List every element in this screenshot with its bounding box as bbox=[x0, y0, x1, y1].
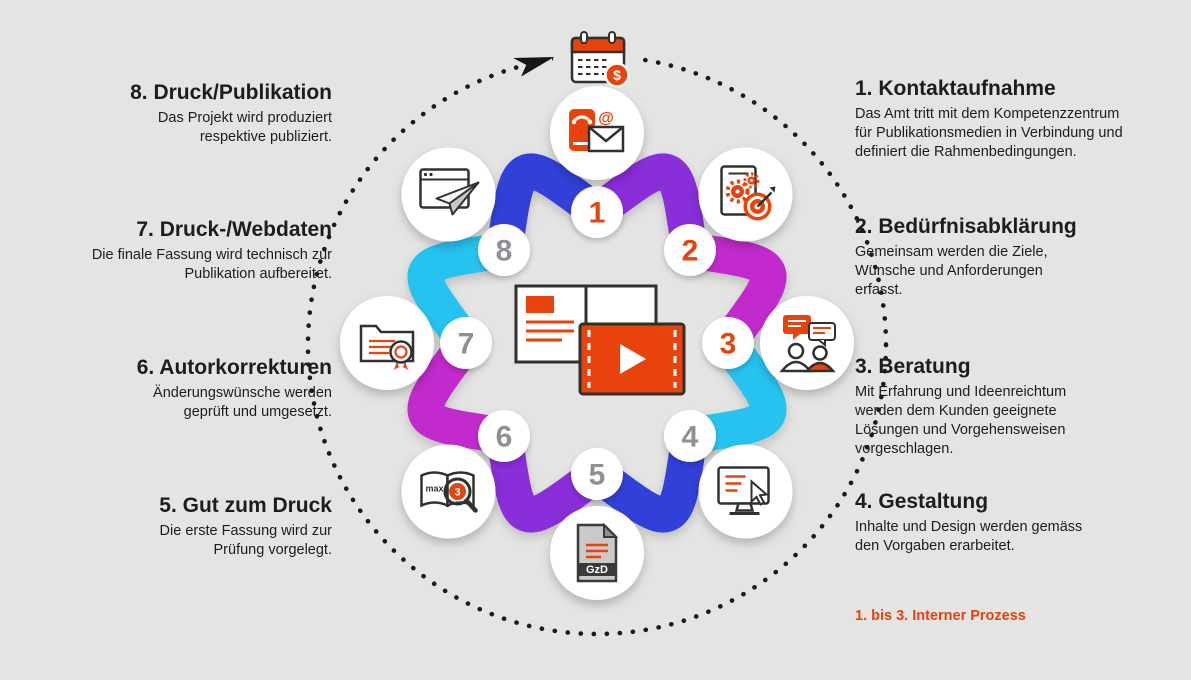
step-3-number-label: 3. bbox=[855, 355, 873, 378]
step-6-title: 6. Autorkorrekturen bbox=[117, 356, 332, 379]
step-7-title: 7. Druck-/Webdaten bbox=[87, 218, 332, 241]
step-3-number-badge: 3 bbox=[702, 317, 754, 369]
step-5-number: 5 bbox=[589, 459, 606, 492]
publication-video-icon bbox=[514, 284, 686, 396]
step-4-number-badge: 4 bbox=[664, 410, 716, 462]
step-7-number: 7 bbox=[458, 328, 475, 361]
ring-segment-5-6 bbox=[486, 433, 608, 533]
ring-segment-7-8 bbox=[407, 232, 507, 354]
phone-email-icon: @ bbox=[569, 109, 625, 153]
step-4-name: Gestaltung bbox=[878, 490, 989, 513]
step-3-name: Beratung bbox=[878, 355, 971, 378]
step-7-number-badge: 7 bbox=[440, 317, 492, 369]
step-6-number-label: 6. bbox=[136, 356, 155, 379]
step-8-summary: 8. Druck/Publikation Das Projekt wird pr… bbox=[92, 81, 332, 147]
step-3-icon-circle bbox=[760, 296, 854, 390]
at-label: @ bbox=[598, 110, 614, 127]
step-2-name: Bedürfnisabklärung bbox=[878, 215, 1077, 238]
ring-segment-3-4 bbox=[687, 332, 787, 454]
step-5-description: Die erste Fassung wird zur Prüfung vorge… bbox=[159, 523, 332, 558]
ring-segment-1-2 bbox=[586, 153, 708, 253]
step-8-title: 8. Druck/Publikation bbox=[92, 81, 332, 104]
browser-paperplane-icon bbox=[419, 168, 480, 216]
step-1-title: 1. Kontaktaufnahme bbox=[855, 77, 1140, 100]
step-6-number: 6 bbox=[496, 421, 513, 454]
gzd-label: GzD bbox=[586, 564, 608, 576]
step-3-title: 3. Beratung bbox=[855, 355, 1090, 378]
step-4-summary: 4. Gestaltung Inhalte und Design werden … bbox=[855, 490, 1100, 556]
step-7-description: Die finale Fassung wird technisch zur Pu… bbox=[91, 247, 332, 282]
step-4-number: 4 bbox=[682, 421, 699, 454]
step-6-description: Änderungswünsche werden geprüft und umge… bbox=[153, 385, 332, 420]
proof-book-icon: max 3 bbox=[420, 471, 478, 513]
step-5-number-label: 5. bbox=[159, 494, 177, 517]
step-5-title: 5. Gut zum Druck bbox=[157, 494, 332, 517]
step-6-summary: 6. Autorkorrekturen Änderungswünsche wer… bbox=[117, 356, 332, 422]
ring-segment-8-1 bbox=[486, 153, 608, 253]
step-1-number-badge: 1 bbox=[571, 186, 623, 238]
step-2-number-label: 2. bbox=[855, 215, 873, 238]
step-7-summary: 7. Druck-/Webdaten Die finale Fassung wi… bbox=[87, 218, 332, 284]
gears-target-icon bbox=[720, 165, 776, 221]
internal-process-note: 1. bis 3. Interner Prozess bbox=[855, 608, 1026, 624]
step-8-number-label: 8. bbox=[130, 81, 148, 104]
step-6-name: Autorkorrekturen bbox=[159, 356, 332, 379]
ring-segment-4-5 bbox=[586, 433, 708, 533]
step-4-title: 4. Gestaltung bbox=[855, 490, 1100, 513]
step-1-number-label: 1. bbox=[855, 77, 873, 100]
step-2-number: 2 bbox=[682, 235, 699, 268]
step-1-number: 1 bbox=[589, 197, 606, 230]
data-folder-icon bbox=[359, 324, 415, 370]
step-7-name: Druck-/Webdaten bbox=[159, 218, 332, 241]
gzd-document-icon: GzD bbox=[576, 522, 619, 583]
ring-segment-6-7 bbox=[407, 332, 507, 454]
step-4-description: Inhalte und Design werden gemäss den Vor… bbox=[855, 519, 1083, 554]
step-7-number-label: 7. bbox=[136, 218, 154, 241]
step-6-number-badge: 6 bbox=[478, 410, 530, 462]
step-8-number: 8 bbox=[496, 235, 513, 268]
step-5-summary: 5. Gut zum Druck Die erste Fassung wird … bbox=[157, 494, 332, 560]
calendar-budget-icon: $ bbox=[553, 15, 643, 105]
step-2-description: Gemeinsam werden die Ziele, Wünsche und … bbox=[855, 244, 1048, 298]
dollar-label: $ bbox=[613, 67, 621, 83]
process-ring bbox=[407, 153, 787, 533]
step-2-number-badge: 2 bbox=[664, 224, 716, 276]
ring-segment-2-3 bbox=[687, 232, 787, 354]
monitor-cursor-icon bbox=[717, 466, 770, 515]
step-3-number: 3 bbox=[720, 328, 737, 361]
count-label: 3 bbox=[454, 487, 460, 499]
consulting-people-icon bbox=[779, 315, 836, 373]
step-8-name: Druck/Publikation bbox=[153, 81, 332, 104]
step-1-summary: 1. Kontaktaufnahme Das Amt tritt mit dem… bbox=[855, 77, 1140, 162]
max-label: max bbox=[425, 484, 443, 494]
step-3-description: Mit Erfahrung und Ideenreichtum werden d… bbox=[855, 384, 1067, 457]
step-2-title: 2. Bedürfnisabklärung bbox=[855, 215, 1077, 238]
step-1-description: Das Amt tritt mit dem Kompetenzzentrum f… bbox=[855, 106, 1123, 160]
step-5-name: Gut zum Druck bbox=[182, 494, 332, 517]
step-8-number-badge: 8 bbox=[478, 224, 530, 276]
dotted-cycle-ring bbox=[305, 53, 889, 637]
step-5-number-badge: 5 bbox=[571, 448, 623, 500]
step-2-summary: 2. Bedürfnisabklärung Gemeinsam werden d… bbox=[855, 215, 1077, 300]
direction-arrow-icon bbox=[513, 57, 555, 77]
step-4-number-label: 4. bbox=[855, 490, 873, 513]
step-3-summary: 3. Beratung Mit Erfahrung und Ideenreich… bbox=[855, 355, 1090, 458]
step-1-name: Kontaktaufnahme bbox=[878, 77, 1056, 100]
step-8-description: Das Projekt wird produziert respektive p… bbox=[157, 110, 332, 145]
